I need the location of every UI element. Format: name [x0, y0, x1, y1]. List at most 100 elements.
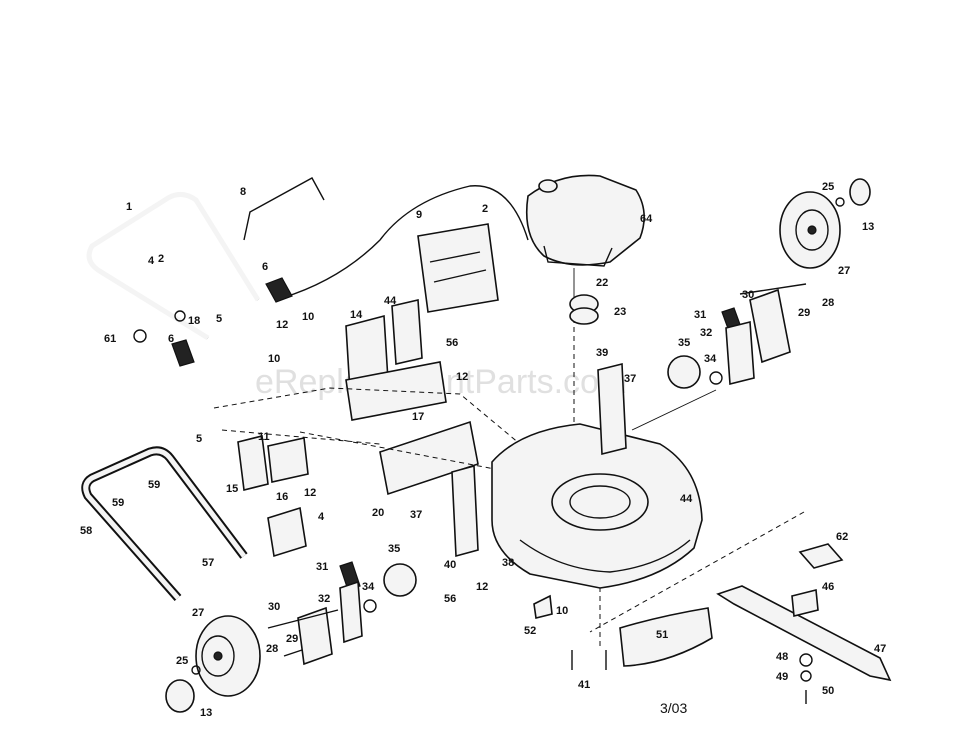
callout-17: 17	[412, 411, 424, 423]
bolt-28-left	[283, 649, 303, 657]
callout-57: 57	[202, 557, 214, 569]
callout-32-left: 32	[318, 593, 330, 605]
bolts-41	[571, 650, 607, 670]
callout-4: 4	[318, 511, 325, 523]
callout-29-left: 29	[286, 633, 298, 645]
height-lever-plate-right	[725, 320, 755, 386]
callout-34-left: 34	[362, 581, 375, 593]
callout-35: 35	[678, 337, 690, 349]
callout-59: 59	[112, 497, 124, 509]
hubcap-left	[165, 679, 195, 713]
assembly-lines	[213, 300, 805, 650]
callout-5: 5	[196, 433, 202, 445]
control-bail	[243, 177, 325, 241]
callout-41: 41	[578, 679, 590, 691]
callout-31: 31	[694, 309, 706, 321]
callout-28-left: 28	[266, 643, 278, 655]
washer-25-left	[191, 665, 201, 675]
callout-47: 47	[874, 643, 886, 655]
callout-37: 37	[624, 373, 636, 385]
callout-64: 64	[640, 213, 653, 225]
rear-left-wheel	[195, 615, 261, 697]
callout-13: 13	[862, 221, 874, 233]
callout-35-left: 35	[388, 543, 400, 555]
side-shield-52	[533, 594, 553, 619]
callout-50: 50	[822, 685, 834, 697]
callout-13-left: 13	[200, 707, 212, 719]
callout-12-c: 12	[304, 487, 316, 499]
callout-1: 1	[126, 201, 132, 213]
nut-34-left	[363, 599, 377, 613]
callout-31-left: 31	[316, 561, 328, 573]
callout-10: 10	[302, 311, 314, 323]
blade-insulator-62	[798, 543, 844, 569]
callout-59-b: 59	[148, 479, 160, 491]
instruction-label	[417, 223, 499, 313]
washer-48	[799, 653, 813, 667]
callout-25: 25	[822, 181, 834, 193]
callout-9: 9	[416, 209, 422, 221]
callout-44: 44	[680, 493, 693, 505]
date-code: 3/03	[660, 700, 687, 716]
callout-5-upper: 5	[216, 313, 222, 325]
callout-12-d: 12	[476, 581, 488, 593]
callout-56-lower: 56	[444, 593, 456, 605]
callout-11: 11	[258, 431, 270, 443]
axle-30-left	[267, 609, 339, 629]
engine	[525, 174, 645, 300]
callout-62: 62	[836, 531, 848, 543]
cable-tie	[174, 310, 186, 322]
callout-6: 6	[262, 261, 268, 273]
callout-38: 38	[502, 557, 514, 569]
throttle-cable	[281, 185, 529, 299]
callout-44-upper: 44	[384, 295, 397, 307]
height-adjuster-40	[451, 464, 479, 558]
handle-knob-left	[171, 339, 195, 367]
callout-4-handle: 4	[148, 255, 155, 267]
upper-handle	[86, 192, 261, 341]
axle-bracket-left	[297, 606, 333, 666]
callout-2-handle: 2	[158, 253, 164, 265]
height-adjuster-39	[597, 362, 627, 456]
callout-48: 48	[776, 651, 788, 663]
callout-28: 28	[822, 297, 834, 309]
callout-49: 49	[776, 671, 788, 683]
callout-12: 12	[276, 319, 288, 331]
mower-deck	[491, 423, 703, 589]
callout-20: 20	[372, 507, 384, 519]
height-lever-plate-left	[339, 580, 363, 644]
callout-labels: 1 2 2 4 4 5 5 6 6 8 9 10 10 10 11 12 12 …	[80, 181, 886, 719]
callout-30-left: 30	[268, 601, 280, 613]
callout-18: 18	[188, 315, 200, 327]
callout-39: 39	[596, 347, 608, 359]
blade-47	[716, 585, 892, 682]
callout-10-b: 10	[268, 353, 280, 365]
callout-15: 15	[226, 483, 238, 495]
hubcap-right	[849, 178, 871, 206]
callout-6-left: 6	[168, 333, 174, 345]
lower-handle	[81, 446, 248, 601]
rear-skirt-20	[379, 420, 479, 496]
nut-34-right	[709, 371, 723, 385]
lock-washer-49	[800, 670, 812, 682]
cable-clip	[133, 329, 147, 343]
callout-10-c: 10	[556, 605, 568, 617]
bracket-44-upper	[391, 299, 423, 365]
callout-14: 14	[350, 309, 363, 321]
callout-2: 2	[482, 203, 488, 215]
callout-56: 56	[446, 337, 458, 349]
callout-61: 61	[104, 333, 116, 345]
callout-51: 51	[656, 629, 668, 641]
gear-35-left	[383, 563, 417, 597]
callout-23: 23	[614, 306, 626, 318]
callout-29: 29	[798, 307, 810, 319]
callout-27: 27	[838, 265, 850, 277]
callout-30: 30	[742, 289, 754, 301]
axle-bracket-right	[749, 288, 791, 364]
handle-knob-upper	[265, 277, 293, 303]
callout-25-left: 25	[176, 655, 188, 667]
callout-16: 16	[276, 491, 288, 503]
callout-58: 58	[80, 525, 92, 537]
callout-40: 40	[444, 559, 456, 571]
